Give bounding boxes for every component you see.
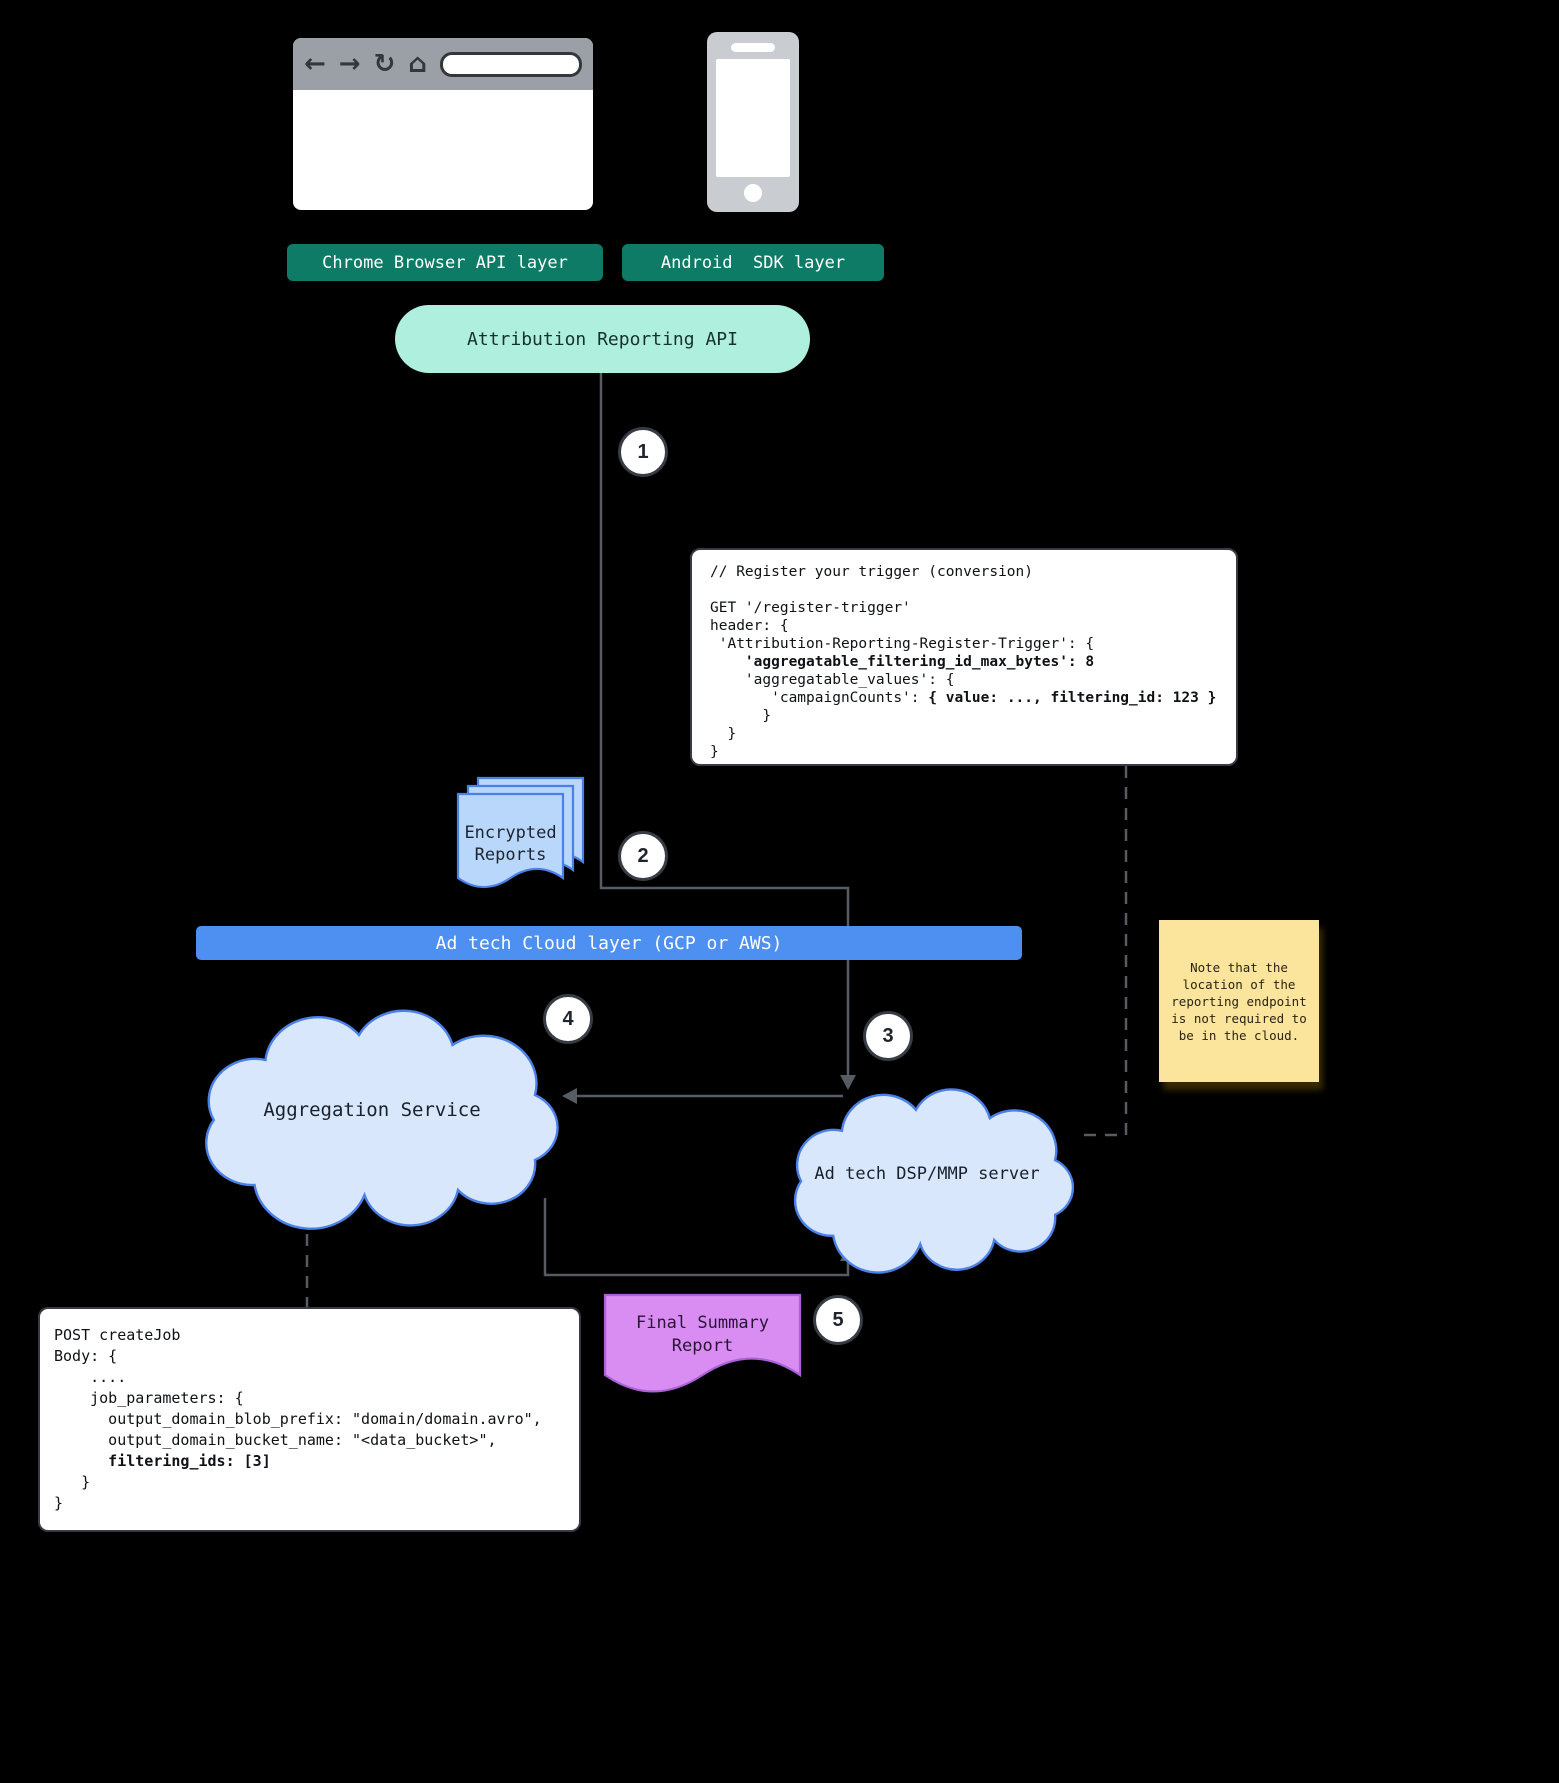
phone-speaker	[731, 43, 775, 52]
connector-code-to-dsp-dashed	[1078, 766, 1128, 1137]
reporting-endpoint-note: Note that the location of the reporting …	[1159, 920, 1319, 1082]
encrypted-reports-icon	[456, 776, 585, 889]
step-badge-2: 2	[618, 831, 668, 881]
chrome-api-layer-label: Chrome Browser API layer	[287, 244, 603, 281]
connector-api-to-dsp	[599, 373, 850, 1078]
step-badge-3: 3	[863, 1011, 913, 1061]
android-phone	[707, 32, 799, 212]
code-line: // Register your trigger (conversion)	[710, 564, 1034, 580]
code-line: Body: {	[54, 1347, 118, 1365]
report-page-front	[456, 792, 565, 889]
code-line: }	[710, 726, 737, 742]
dsp-server-label: Ad tech DSP/MMP server	[814, 1164, 1040, 1184]
final-report-shape	[603, 1293, 802, 1393]
reload-icon: ↻	[373, 49, 396, 79]
arrowhead-left-icon	[562, 1088, 577, 1104]
android-sdk-layer-label: Android SDK layer	[622, 244, 884, 281]
step-badge-4: 4	[543, 994, 593, 1044]
adtech-cloud-layer-bar: Ad tech Cloud layer (GCP or AWS)	[196, 926, 1022, 960]
code-line: }	[54, 1473, 91, 1491]
code-line: ....	[54, 1368, 127, 1386]
code-line: POST createJob	[54, 1326, 181, 1344]
connector-aggregation-return	[543, 1198, 850, 1277]
browser-window: ← → ↻ ⌂	[293, 38, 593, 210]
code-line: GET '/register-trigger'	[710, 600, 911, 616]
aggregation-cloud-shape	[206, 1011, 557, 1229]
dsp-cloud-shape	[795, 1089, 1073, 1272]
code-line: job_parameters: {	[54, 1389, 244, 1407]
code-line: 'aggregatable_filtering_id_max_bytes': 8	[710, 654, 1095, 670]
code-line: output_domain_bucket_name: "<data_bucket…	[54, 1431, 497, 1449]
code-line: 'aggregatable_values': {	[710, 672, 955, 688]
code-line: 'Attribution-Reporting-Register-Trigger'…	[710, 636, 1095, 652]
code-line: }	[710, 708, 772, 724]
attribution-reporting-api-box: Attribution Reporting API	[395, 305, 810, 373]
encrypted-reports-label: Encrypted Reports	[464, 823, 557, 865]
address-bar	[440, 51, 582, 77]
code-line: }	[54, 1494, 64, 1512]
final-summary-report-label: Final Summary Report	[635, 1313, 770, 1356]
home-icon: ⌂	[408, 49, 428, 79]
code-segment: 'campaignCounts':	[710, 690, 929, 706]
phone-home-button	[744, 184, 762, 202]
aggregation-service-label: Aggregation Service	[263, 1099, 481, 1121]
code-line: }	[710, 744, 719, 760]
create-job-code-box: POST createJob Body: { .... job_paramete…	[38, 1307, 581, 1532]
code-line: header: {	[710, 618, 789, 634]
step-badge-1: 1	[618, 427, 668, 477]
code-line: 'campaignCounts': { value: ..., filterin…	[710, 689, 1236, 707]
browser-toolbar: ← → ↻ ⌂	[293, 38, 593, 90]
code-line: filtering_ids: [3]	[54, 1452, 271, 1470]
arrowhead-down-icon	[840, 1075, 856, 1090]
back-icon: ←	[304, 49, 326, 79]
phone-screen	[716, 59, 790, 177]
code-line: output_domain_blob_prefix: "domain/domai…	[54, 1410, 542, 1428]
forward-icon: →	[338, 49, 361, 79]
code-line	[710, 581, 1236, 599]
register-trigger-code-box: // Register your trigger (conversion) GE…	[690, 548, 1238, 766]
code-segment-bold: { value: ..., filtering_id: 123 }	[928, 690, 1217, 706]
step-badge-5: 5	[813, 1295, 863, 1345]
